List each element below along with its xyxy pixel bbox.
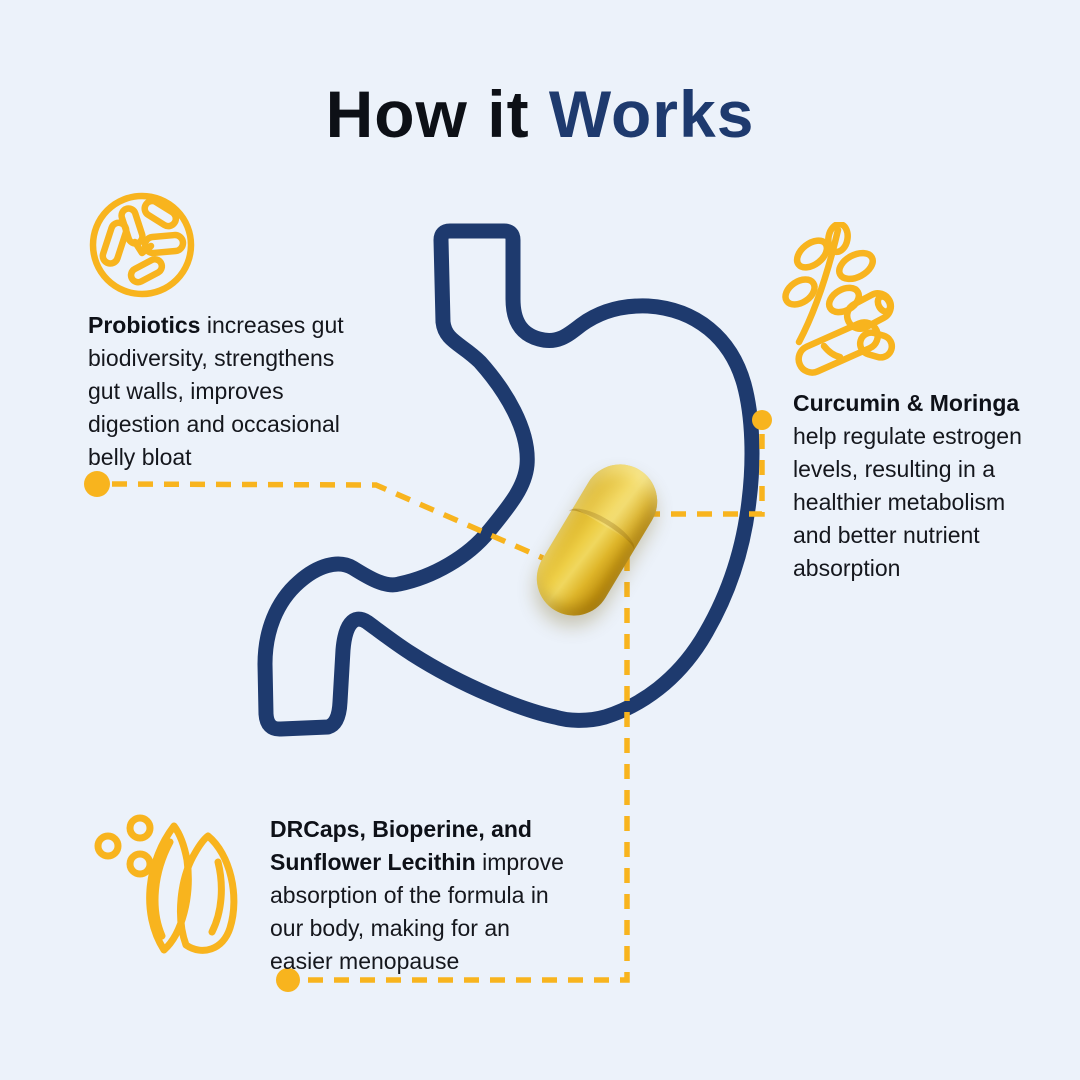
callout-drcaps: DRCaps, Bioperine, and Sunflower Lecithi… [270, 813, 576, 978]
page-title: How it Works [0, 76, 1080, 152]
connector-probiotics [111, 481, 545, 561]
connector-curcumin [650, 434, 765, 517]
probiotics-bacteria-icon [83, 186, 201, 309]
callout-curcumin-body: help regulate estrogen levels, resulting… [793, 423, 1022, 581]
connector-drcaps [303, 556, 630, 983]
callout-probiotics-lead: Probiotics [88, 312, 201, 338]
callout-probiotics-body: increases gut biodiversity, strengthens … [88, 312, 344, 470]
title-part-1: How it [325, 77, 549, 151]
callout-drcaps-lead: DRCaps, Bioperine, and Sunflower Lecithi… [270, 816, 532, 875]
curcumin-moringa-icon [768, 220, 898, 382]
callout-drcaps-body: improve absorption of the formula in our… [270, 849, 564, 974]
connector-dot-curcumin [752, 410, 772, 430]
callout-probiotics: Probiotics increases gut biodiversity, s… [88, 309, 360, 474]
callout-curcumin-lead: Curcumin & Moringa [793, 390, 1020, 416]
stomach-outline [257, 223, 760, 737]
connector-dot-probiotics [84, 471, 110, 497]
callout-curcumin: Curcumin & Moringa help regulate estroge… [793, 387, 1045, 585]
connector-dot-drcaps [276, 968, 300, 992]
sunflower-seeds-icon [88, 798, 248, 971]
title-part-2: Works [548, 77, 755, 151]
